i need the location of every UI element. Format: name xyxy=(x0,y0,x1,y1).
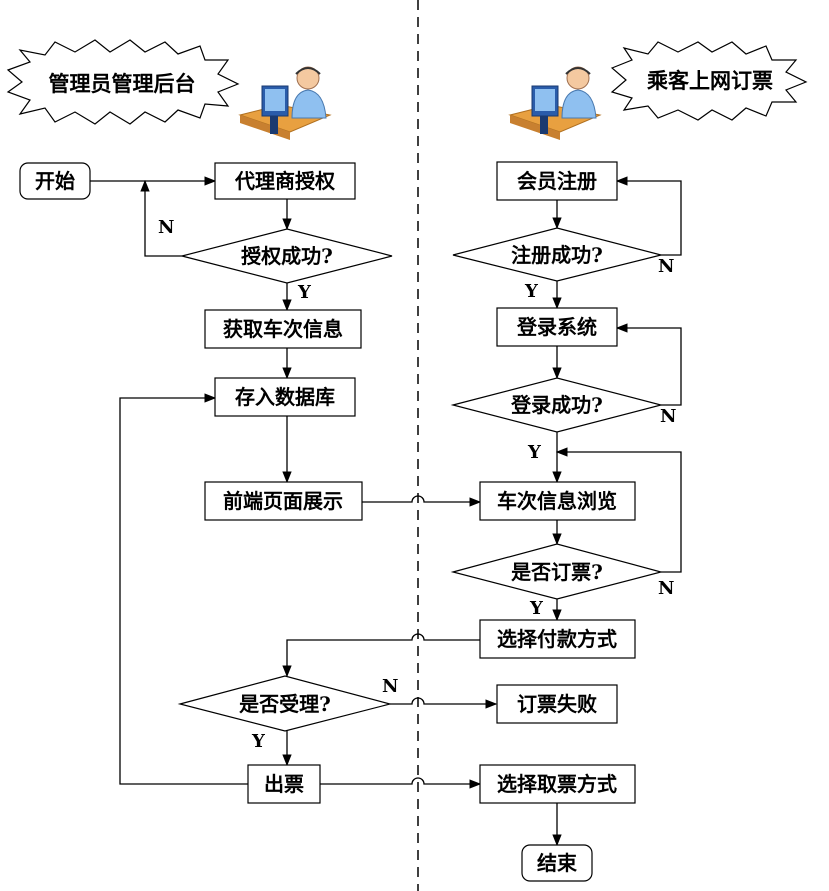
svg-text:是否受理?: 是否受理? xyxy=(238,692,331,716)
svg-text:前端页面展示: 前端页面展示 xyxy=(223,489,343,513)
svg-text:代理商授权: 代理商授权 xyxy=(234,169,336,193)
svg-text:登录系统: 登录系统 xyxy=(516,315,597,339)
node-start: 开始 xyxy=(19,162,91,200)
svg-text:出票: 出票 xyxy=(264,772,304,796)
label-no: N xyxy=(660,406,676,427)
node-login: 登录系统 xyxy=(496,307,618,347)
left-title: 管理员管理后台 xyxy=(49,72,196,96)
svg-text:选择取票方式: 选择取票方式 xyxy=(497,772,617,796)
svg-text:结束: 结束 xyxy=(537,851,578,875)
label-yes: Y xyxy=(529,598,544,619)
node-register: 会员注册 xyxy=(496,161,618,201)
node-get-train: 获取车次信息 xyxy=(204,309,362,349)
svg-text:是否订票?: 是否订票? xyxy=(510,560,603,584)
label-no: N xyxy=(658,256,674,277)
left-title-banner: 管理员管理后台 xyxy=(6,39,240,125)
svg-text:选择付款方式: 选择付款方式 xyxy=(497,627,617,651)
label-no: N xyxy=(382,676,398,697)
label-yes: Y xyxy=(527,442,542,463)
node-save-db: 存入数据库 xyxy=(214,377,356,417)
operator-at-computer-icon xyxy=(508,66,602,140)
svg-text:开始: 开始 xyxy=(35,169,75,193)
node-end: 结束 xyxy=(521,844,593,882)
label-yes: Y xyxy=(524,281,539,302)
decision-accept: 是否受理? xyxy=(177,675,393,732)
node-agent-auth: 代理商授权 xyxy=(214,162,356,200)
svg-text:会员注册: 会员注册 xyxy=(517,169,597,193)
svg-text:存入数据库: 存入数据库 xyxy=(235,385,335,409)
label-no: N xyxy=(158,217,174,238)
node-pickup-method: 选择取票方式 xyxy=(479,764,636,804)
label-yes: Y xyxy=(251,731,266,752)
right-title-banner: 乘客上网订票 xyxy=(610,41,808,121)
node-issue-ticket: 出票 xyxy=(247,764,321,804)
label-yes: Y xyxy=(297,282,312,303)
decision-register-ok: 注册成功? xyxy=(452,227,662,282)
right-title: 乘客上网订票 xyxy=(646,69,773,93)
node-pay-method: 选择付款方式 xyxy=(479,619,636,659)
decision-order: 是否订票? xyxy=(450,543,664,600)
svg-text:登录成功?: 登录成功? xyxy=(510,393,603,417)
decision-auth-ok: 授权成功? xyxy=(181,228,393,284)
decision-login-ok: 登录成功? xyxy=(450,377,664,433)
svg-text:获取车次信息: 获取车次信息 xyxy=(223,317,343,341)
svg-text:授权成功?: 授权成功? xyxy=(241,244,333,268)
node-frontend-display: 前端页面展示 xyxy=(204,481,363,521)
node-browse-trains: 车次信息浏览 xyxy=(479,481,636,521)
svg-text:订票失败: 订票失败 xyxy=(517,692,597,716)
label-no: N xyxy=(658,578,674,599)
node-order-fail: 订票失败 xyxy=(496,684,618,724)
operator-at-computer-icon xyxy=(238,66,332,140)
svg-text:注册成功?: 注册成功? xyxy=(511,243,603,267)
svg-text:车次信息浏览: 车次信息浏览 xyxy=(497,489,617,513)
